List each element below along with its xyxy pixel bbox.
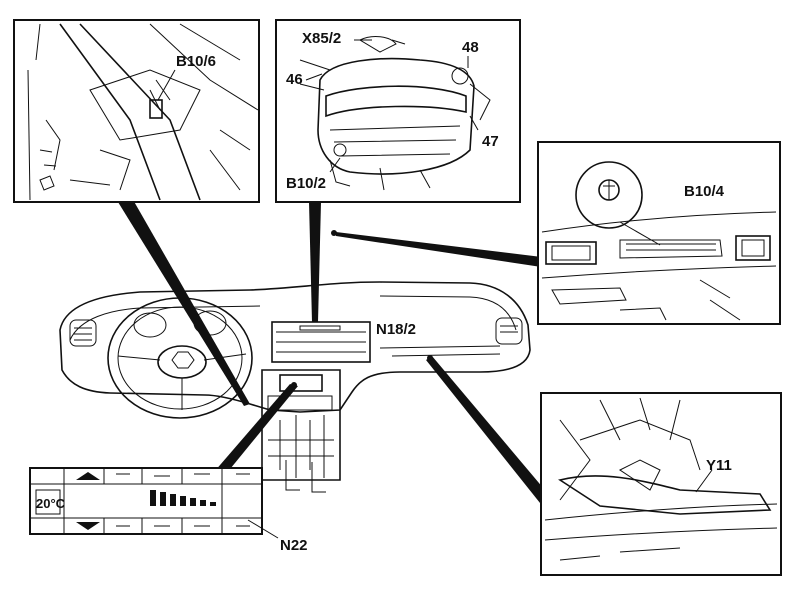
label-46: 46	[286, 71, 303, 88]
detail-box-y11	[540, 392, 782, 576]
climate-control-panel	[29, 467, 279, 539]
detail-box-b10-6	[13, 19, 260, 203]
label-b10-6: B10/6	[176, 53, 216, 70]
labels: B10/6 X85/2 48 46 47 B10/2 B10/4 N18/2 Y…	[36, 30, 732, 554]
label-b10-4: B10/4	[684, 183, 725, 200]
dashboard-drawing	[59, 281, 531, 493]
label-n22: N22	[280, 537, 308, 554]
detail-box-b10-4	[537, 141, 781, 325]
label-b10-2: B10/2	[286, 175, 326, 192]
label-48: 48	[462, 39, 479, 56]
label-y11: Y11	[706, 457, 732, 474]
label-47: 47	[482, 133, 499, 150]
detail-box-engine	[275, 19, 521, 203]
panel-temperature-display: 20°C	[36, 496, 66, 511]
label-n18-2: N18/2	[376, 321, 416, 338]
label-x85-2: X85/2	[302, 30, 341, 47]
callout-leaders	[118, 198, 555, 508]
